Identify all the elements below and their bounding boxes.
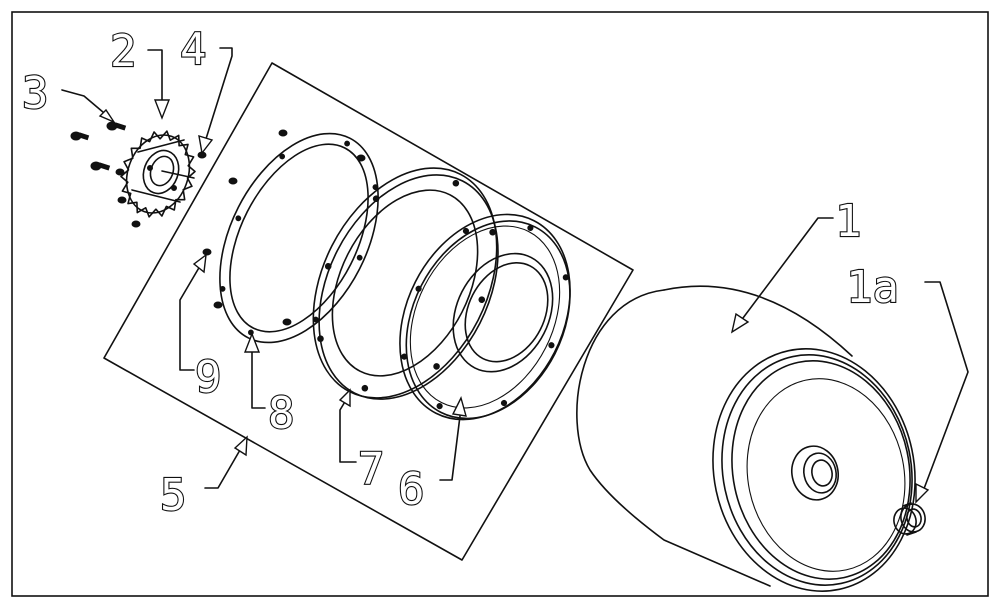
callout-label-3: 3 [22, 68, 49, 119]
callout-label-5: 5 [160, 470, 187, 521]
sprocket-2 [120, 130, 196, 218]
callout-label-2: 2 [110, 26, 137, 77]
bolts-3 [70, 121, 141, 228]
screws-9 [202, 129, 366, 326]
callout-label-8: 8 [268, 388, 295, 439]
callout-label-7: 7 [358, 444, 385, 495]
end-cover-6 [399, 213, 571, 421]
callout-label-6: 6 [398, 464, 425, 515]
subassembly-plate-5 [103, 62, 634, 561]
callout-labels: 2 4 3 9 8 7 6 5 1 1a [21, 23, 900, 522]
gasket-ring-8 [219, 132, 379, 344]
callout-label-9: 9 [195, 352, 222, 403]
flange-ring-7 [312, 167, 499, 400]
callout-label-4: 4 [180, 24, 207, 75]
drum-body-1 [576, 285, 916, 592]
callout-label-1: 1 [835, 196, 862, 247]
bushing-1a [893, 502, 926, 536]
leader-lines [61, 47, 969, 504]
drawing-border [11, 11, 989, 597]
callout-label-1a: 1a [846, 262, 899, 313]
